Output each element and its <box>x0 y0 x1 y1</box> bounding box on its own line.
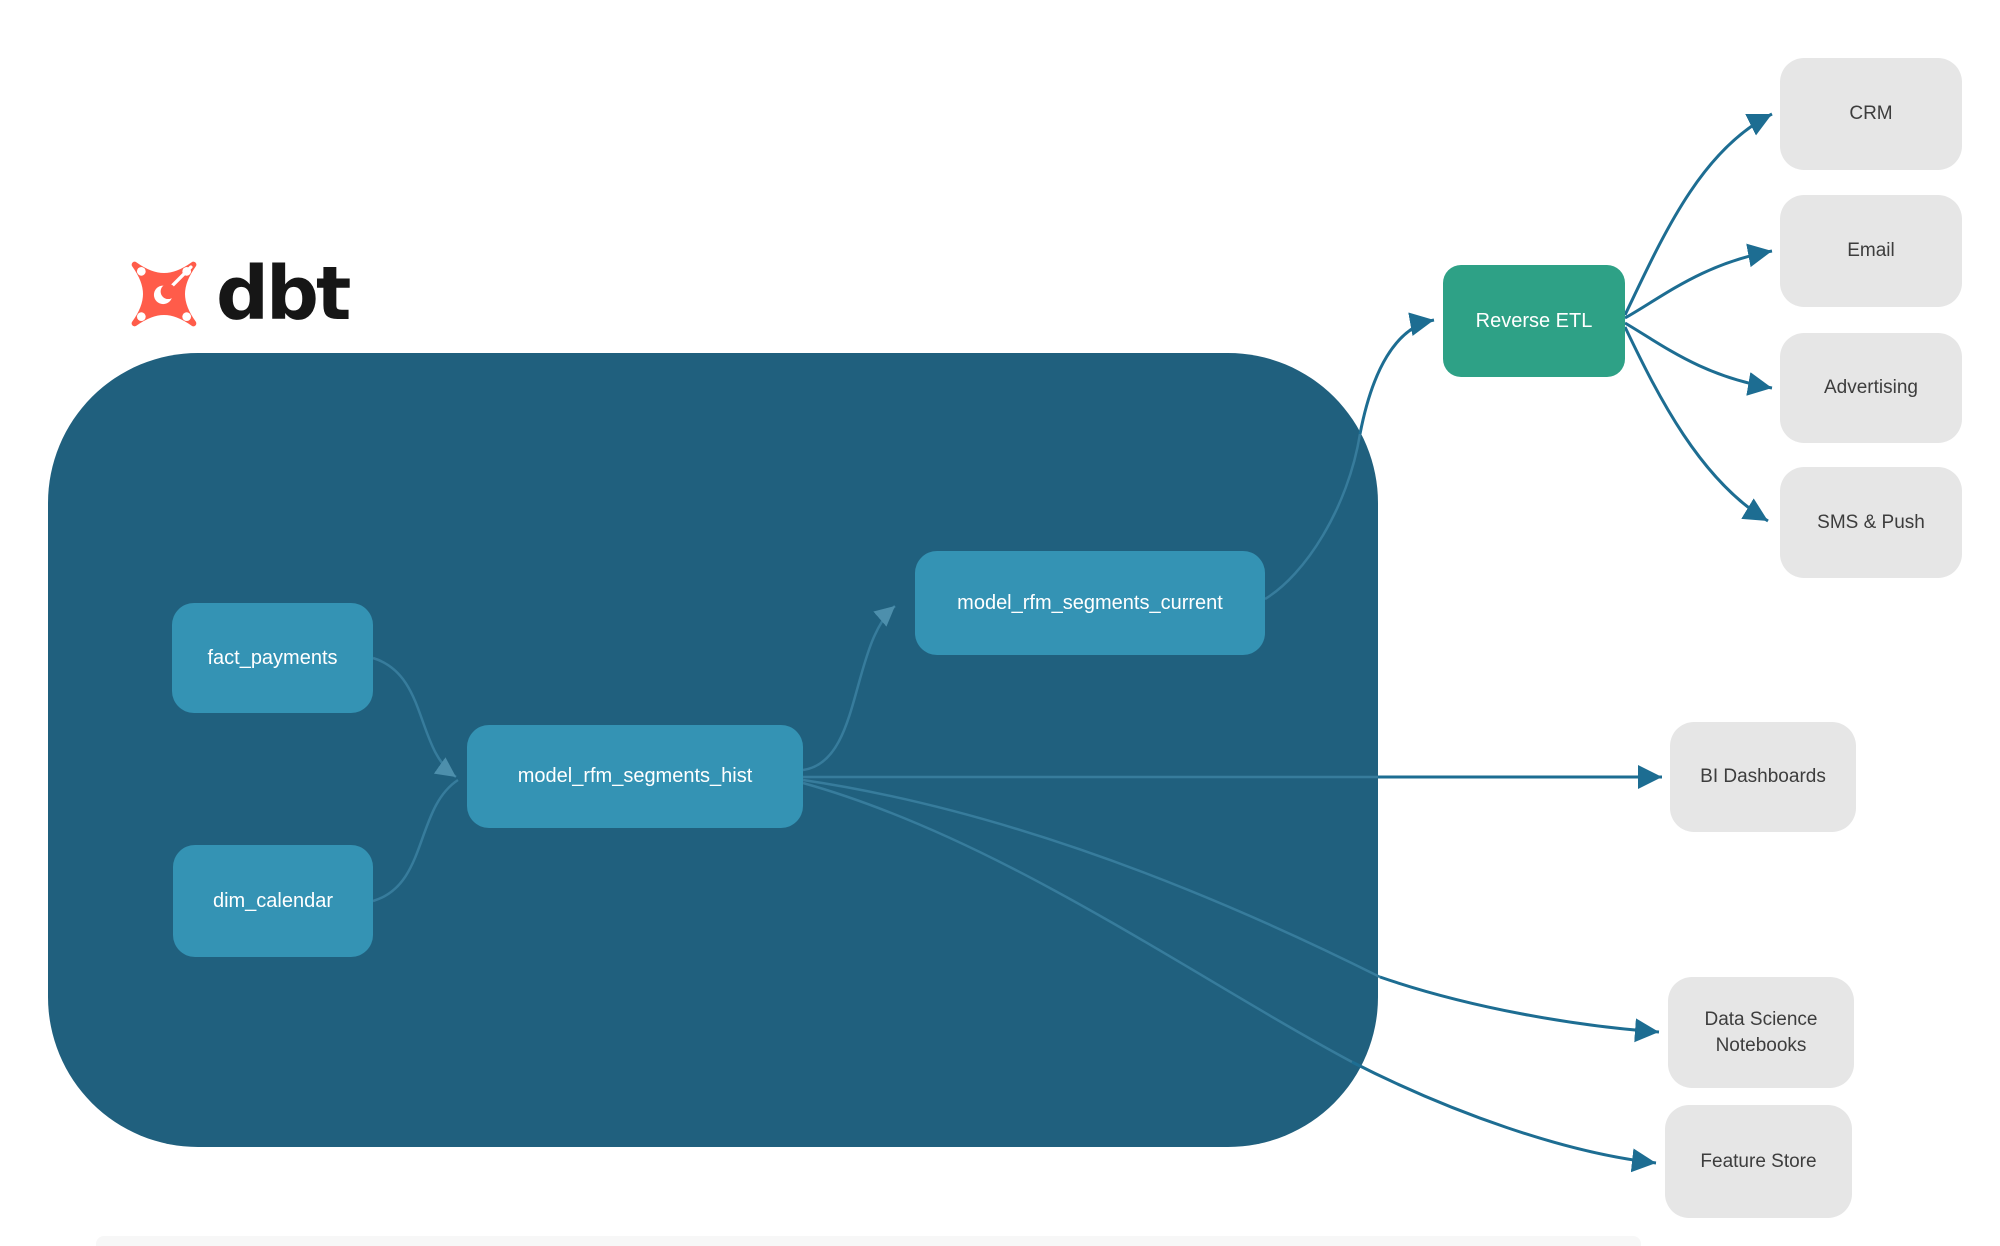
node-data-science-notebooks: Data Science Notebooks <box>1668 977 1854 1088</box>
node-bi-dashboards-label: BI Dashboards <box>1700 766 1826 788</box>
node-feature-store: Feature Store <box>1665 1105 1852 1218</box>
edge-reverse-etl-to-email <box>1624 243 1773 320</box>
node-model-rfm-segments-current-label: model_rfm_segments_current <box>957 591 1223 614</box>
node-reverse-etl-label: Reverse ETL <box>1475 309 1593 332</box>
node-email-label: Email <box>1847 240 1895 262</box>
node-crm-label: CRM <box>1849 103 1893 125</box>
node-sms-push: SMS & Push <box>1780 467 1962 578</box>
node-model-rfm-segments-hist-label: model_rfm_segments_hist <box>517 765 753 787</box>
node-dim-calendar: dim_calendar <box>173 845 373 957</box>
node-advertising: Advertising <box>1780 333 1962 443</box>
node-email: Email <box>1780 195 1962 307</box>
bottom-cropped-strip <box>96 1236 1641 1246</box>
node-crm: CRM <box>1780 58 1962 170</box>
edge-reverse-etl-to-crm <box>1623 112 1773 316</box>
node-model-rfm-segments-current: model_rfm_segments_current <box>915 551 1265 655</box>
dbt-wordmark: dbt <box>216 251 351 337</box>
node-bi-dashboards: BI Dashboards <box>1670 722 1856 832</box>
node-dim-calendar-label: dim_calendar <box>212 889 334 912</box>
edge-current-to-reverse-etl <box>1358 312 1435 435</box>
node-reverse-etl: Reverse ETL <box>1443 265 1625 377</box>
node-fact-payments: fact_payments <box>172 603 373 713</box>
edge-reverse-etl-to-sms-push <box>1623 326 1769 523</box>
node-sms-push-label: SMS & Push <box>1817 511 1925 533</box>
node-advertising-label: Advertising <box>1824 377 1918 399</box>
node-fact-payments-label: fact_payments <box>207 646 338 669</box>
edge-hist-to-ds-notebooks <box>1379 975 1660 1043</box>
edge-reverse-etl-to-advertising <box>1624 321 1773 396</box>
node-feature-store-label: Feature Store <box>1700 1150 1817 1172</box>
dbt-star-icon <box>122 252 206 336</box>
node-model-rfm-segments-hist: model_rfm_segments_hist <box>467 725 803 828</box>
edge-hist-to-feature-store <box>1351 1060 1657 1173</box>
node-data-science-notebooks-label: Data Science Notebooks <box>1704 1008 1818 1056</box>
dbt-logo: dbt <box>122 251 351 337</box>
